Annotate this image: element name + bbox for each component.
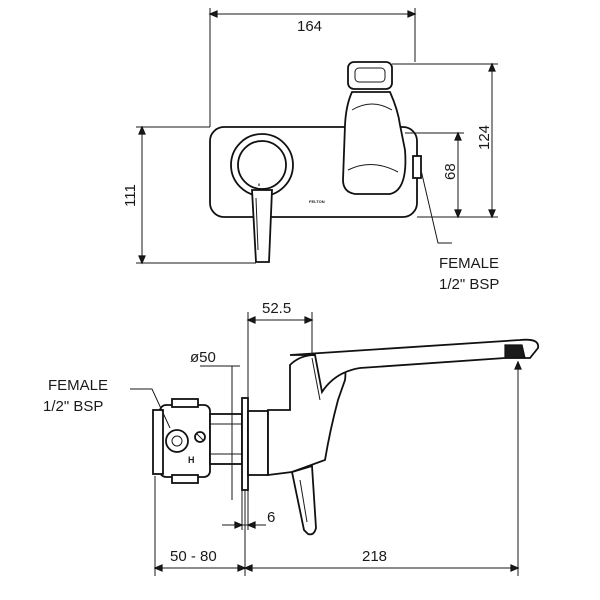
dim-label-spout-reach: 218	[362, 548, 387, 565]
hot-mark: H	[188, 455, 195, 465]
front-inlet-leader	[420, 169, 452, 244]
dim-front-spout-height: 124	[392, 62, 498, 219]
front-view: FELTON II 164 124 68	[122, 8, 499, 293]
side-inlet-note-line2: 1/2" BSP	[43, 398, 103, 415]
side-spout-aerator	[504, 344, 526, 359]
dim-front-outlet-height: 68	[405, 131, 464, 219]
side-inlet-port	[165, 429, 189, 453]
side-escutcheon	[247, 410, 269, 476]
dim-side-wall-range: 50 - 80	[153, 476, 247, 576]
front-handle-inner	[237, 140, 287, 190]
dim-side-diameter: ø50	[190, 349, 240, 500]
front-inlet-note-line1: FEMALE	[439, 255, 499, 272]
dim-label-plate-height: 111	[122, 184, 139, 207]
front-inlet-note-line2: 1/2" BSP	[439, 276, 499, 293]
side-lever	[290, 464, 317, 536]
dim-label-wall-range: 50 - 80	[170, 548, 217, 565]
dim-label-projection: 52.5	[262, 300, 291, 317]
dim-side-flange: 6	[222, 490, 275, 530]
dim-label-width: 164	[297, 18, 322, 35]
front-handle-ring	[230, 133, 294, 197]
side-view: H 52.5 ø50	[43, 300, 540, 576]
dim-label-outlet-height: 68	[442, 163, 459, 180]
front-inlet-stub	[412, 155, 422, 179]
front-spout-outlet	[347, 61, 393, 90]
side-spout	[289, 338, 540, 395]
brand-label: FELTON	[309, 199, 325, 204]
dim-side-spout-reach: 218	[243, 360, 522, 576]
handle-marks: II	[258, 182, 260, 187]
dim-front-plate-height: 111	[122, 125, 256, 265]
dim-label-flange: 6	[267, 509, 275, 526]
dim-label-spout-height: 124	[476, 125, 493, 150]
front-spout-body	[342, 91, 407, 195]
dim-side-projection: 52.5	[246, 300, 314, 398]
side-inlet-note-line1: FEMALE	[48, 377, 108, 394]
dim-label-diameter: ø50	[190, 349, 216, 366]
side-inlet-leader	[130, 388, 171, 429]
dim-front-width: 164	[208, 8, 417, 127]
side-cartridge-sleeve	[209, 413, 243, 465]
front-handle-lever	[251, 189, 273, 263]
